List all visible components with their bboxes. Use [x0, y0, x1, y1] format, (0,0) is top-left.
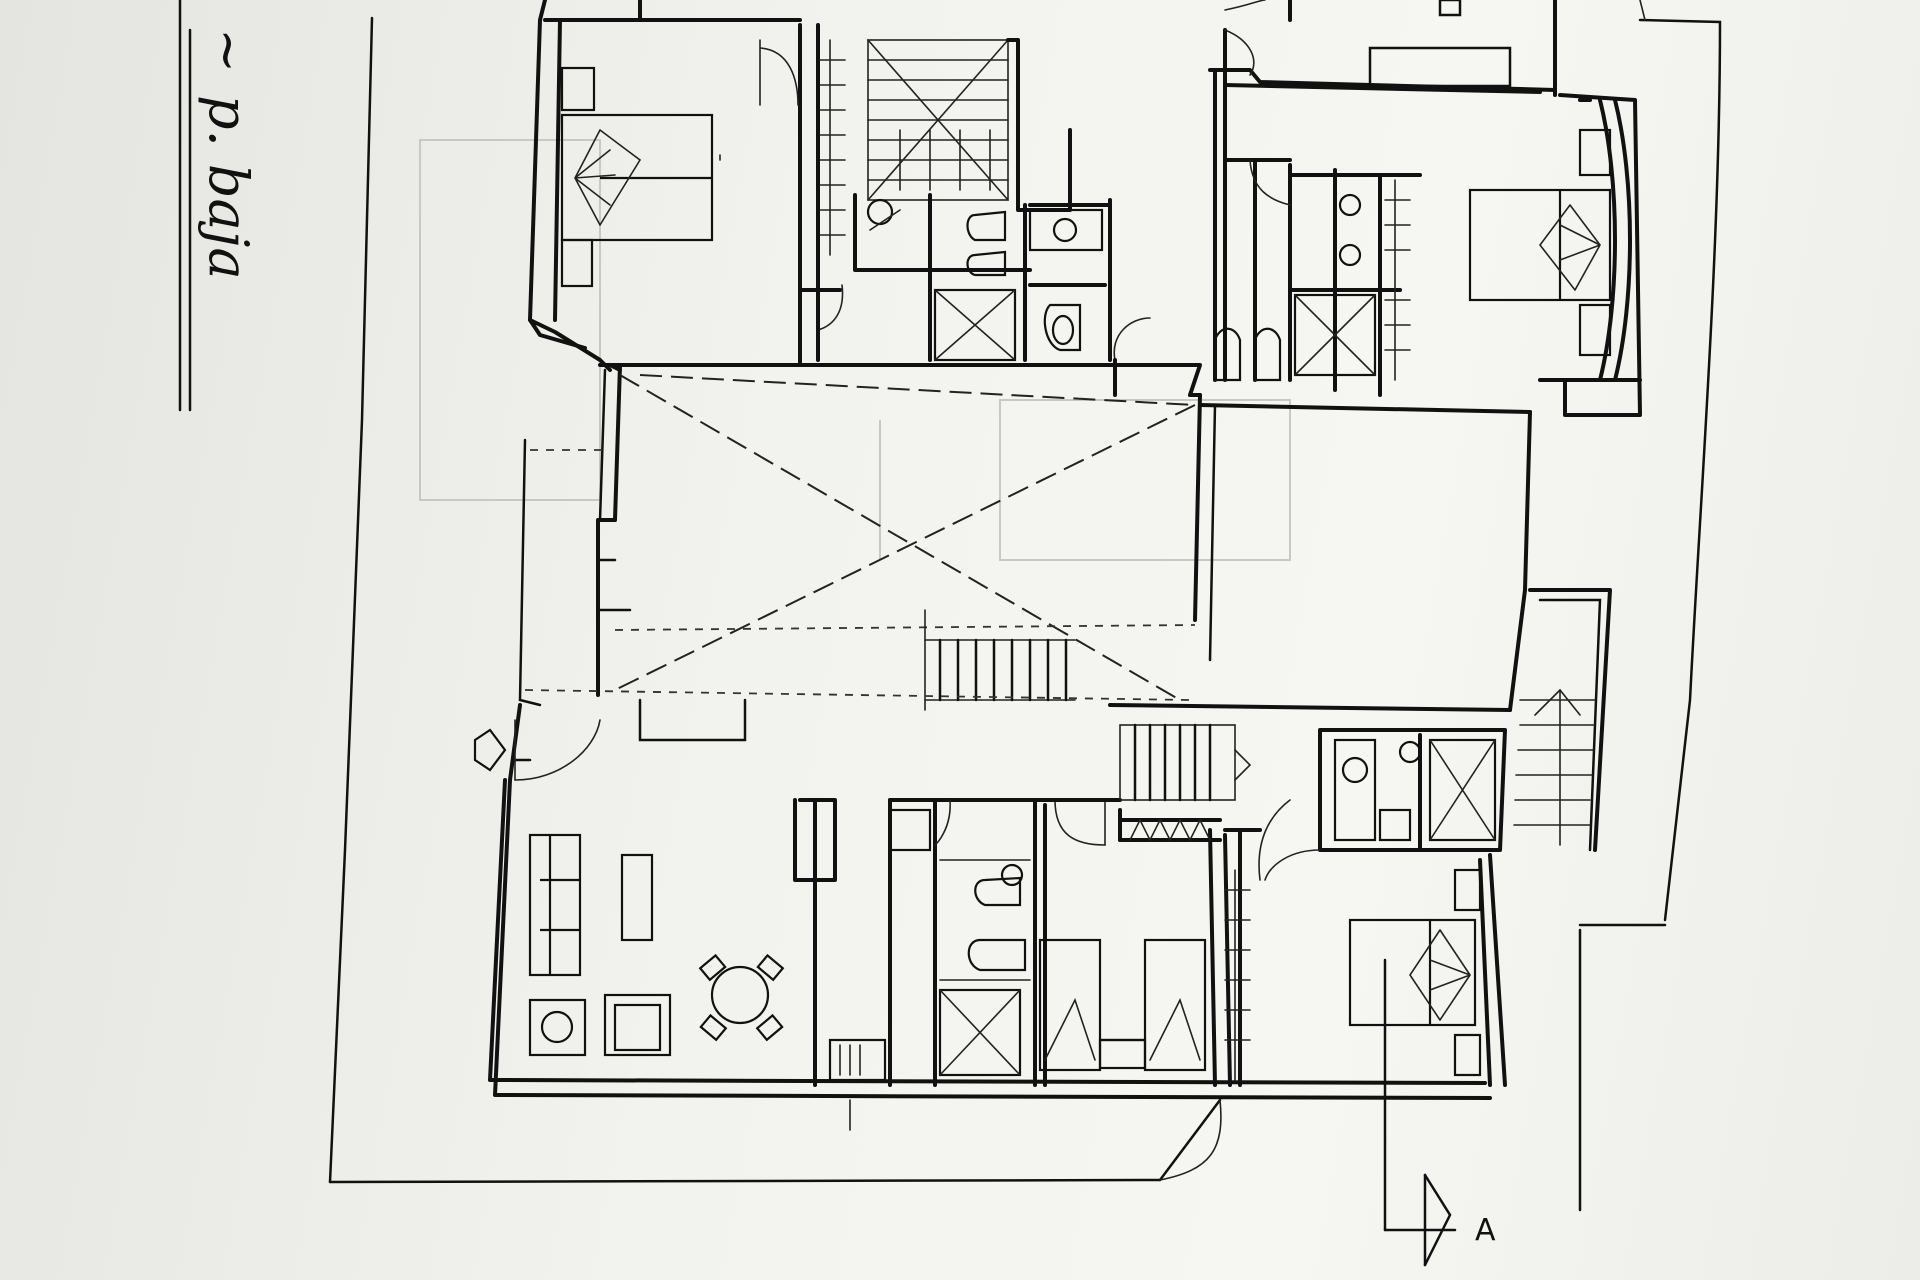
title-tilde: ~: [197, 28, 260, 73]
sink: [866, 198, 894, 226]
dining-table: [710, 965, 770, 1025]
wardrobe-rail: [819, 39, 846, 256]
plot-boundary: [328, 16, 1722, 1212]
armchair: [528, 998, 587, 1057]
living-room: [528, 798, 837, 1057]
edge-marks: [1288, 0, 1646, 97]
kitchen-bath: [813, 798, 1106, 1087]
bathrooms-upper-left: [853, 193, 1151, 362]
stair-right: [1513, 588, 1612, 852]
double-bed: [1468, 188, 1612, 302]
shower-tray: [938, 988, 1022, 1077]
gallery-left: [518, 438, 1191, 742]
wardrobe-rail-lower: [1224, 869, 1251, 1081]
section-cut-icon: A: [1383, 958, 1496, 1267]
stair-up-arrow-icon: [1534, 688, 1581, 716]
toilet: [966, 210, 1007, 242]
bedroom-twin: [1033, 798, 1232, 1087]
title-block: p. baja ~: [178, 0, 260, 412]
central-stair: [924, 609, 1076, 711]
bedroom-upper-right: [1208, 0, 1642, 417]
nightstand: [560, 66, 596, 112]
double-bed: [1348, 918, 1477, 1027]
entrance: [473, 719, 601, 781]
stair-arrow-icon: [1234, 749, 1252, 781]
wardrobe-rail-right: [1384, 179, 1411, 381]
section-mark-label: A: [1475, 1213, 1496, 1248]
stair-lower-mid: [1118, 723, 1291, 1087]
ghost-lines: [419, 139, 1291, 561]
stair-upper-left: [759, 23, 1072, 367]
atrium-void: [596, 363, 1532, 701]
entrance-arrow-icon: [473, 728, 507, 772]
shower-tray: [933, 288, 1017, 362]
drawing-title: p. baja: [197, 95, 260, 280]
sofa: [528, 833, 582, 977]
bedroom-upper-left: [528, 0, 802, 372]
coffee-table: [620, 853, 654, 942]
single-bed: [1038, 938, 1102, 1072]
bedroom-lower-right: [1264, 728, 1507, 1087]
